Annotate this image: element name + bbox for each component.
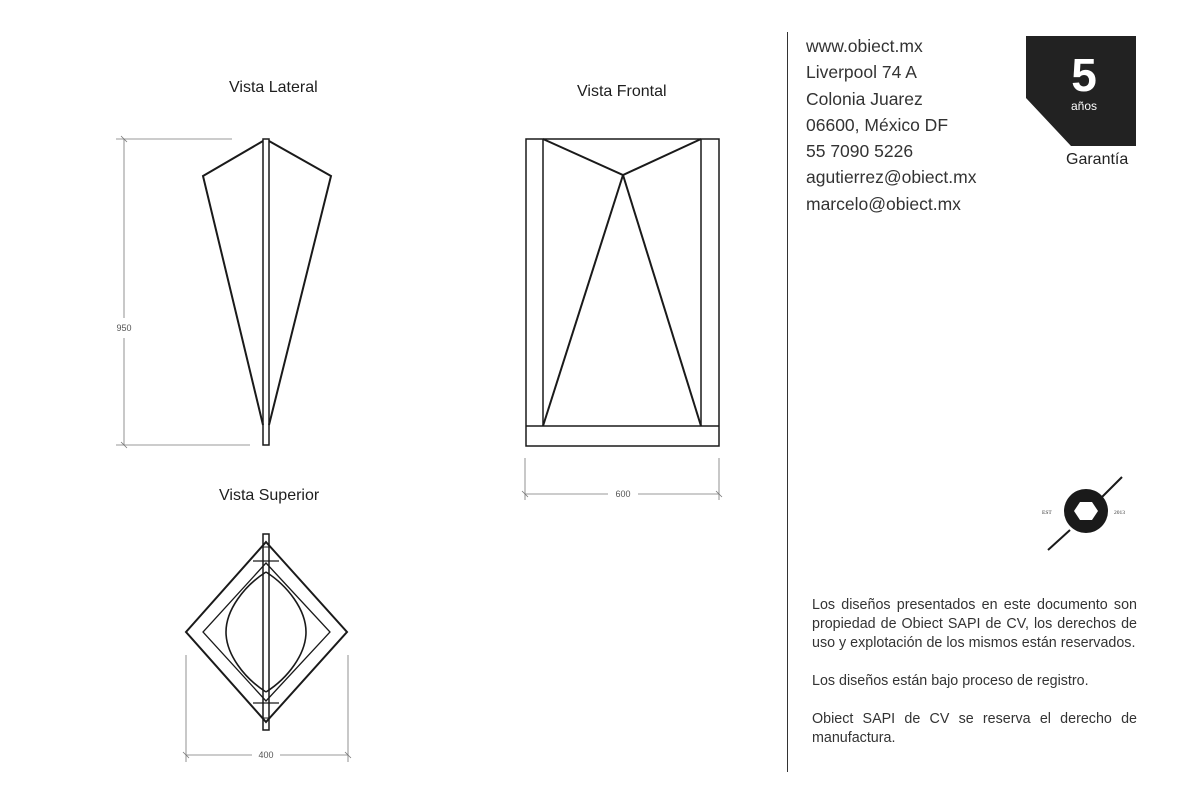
height-label: 950 xyxy=(116,323,131,333)
warranty-unit: años xyxy=(1070,99,1098,113)
front-outer-frame xyxy=(525,138,720,447)
side-left-blade xyxy=(201,140,264,426)
technical-drawing: 950 600 xyxy=(116,135,723,762)
warranty-years: 5 xyxy=(1071,49,1097,101)
column-divider xyxy=(787,32,788,772)
warranty-caption: Garantía xyxy=(1066,151,1129,168)
top-width-label: 400 xyxy=(258,750,273,760)
front-right-edge xyxy=(622,174,702,427)
top-view-drawing xyxy=(184,533,349,731)
side-view-drawing xyxy=(201,138,333,446)
side-right-blade xyxy=(268,140,333,426)
address-street: Liverpool 74 A xyxy=(806,62,917,83)
legal-ownership: Los diseños presentados en este document… xyxy=(812,597,1137,651)
front-view-title: Vista Frontal xyxy=(577,83,667,100)
logo-est-text: EST xyxy=(1042,510,1052,516)
top-view-title: Vista Superior xyxy=(219,487,320,504)
height-dimension xyxy=(116,135,250,449)
top-spine xyxy=(262,533,270,731)
legal-registration: Los diseños están bajo proceso de regist… xyxy=(812,673,1089,689)
front-left-edge xyxy=(542,174,624,427)
email-marcelo[interactable]: marcelo@obiect.mx xyxy=(806,193,961,214)
front-top-fold xyxy=(542,138,702,177)
contact-block: www.obiect.mx Liverpool 74 A Colonia Jua… xyxy=(806,33,976,217)
website-link[interactable]: www.obiect.mx xyxy=(806,36,923,56)
top-right-blade-curve xyxy=(265,571,307,693)
front-width-label: 600 xyxy=(615,489,630,499)
email-agutierrez[interactable]: agutierrez@obiect.mx xyxy=(806,167,977,188)
brand-logo: EST 2013 xyxy=(1042,476,1125,551)
hexagon-icon xyxy=(1074,502,1098,520)
top-left-blade-curve xyxy=(225,571,267,693)
front-view-drawing xyxy=(525,138,720,447)
side-stem xyxy=(262,138,270,446)
top-outer-diamond xyxy=(184,540,349,724)
side-view-title: Vista Lateral xyxy=(229,79,318,96)
top-inner-diamond xyxy=(202,562,331,702)
warranty-badge xyxy=(1026,36,1136,146)
address-city: 06600, México DF xyxy=(806,114,949,135)
top-width-dimension xyxy=(182,655,352,762)
front-width-dimension xyxy=(521,458,723,500)
legal-manufacture: Obiect SAPI de CV se reserva el derecho … xyxy=(812,711,1137,746)
logo-year-text: 2013 xyxy=(1114,510,1125,516)
legal-notice: Los diseños presentados en este document… xyxy=(812,596,1137,767)
address-district: Colonia Juarez xyxy=(806,88,923,109)
phone-number: 55 7090 5226 xyxy=(806,141,914,162)
